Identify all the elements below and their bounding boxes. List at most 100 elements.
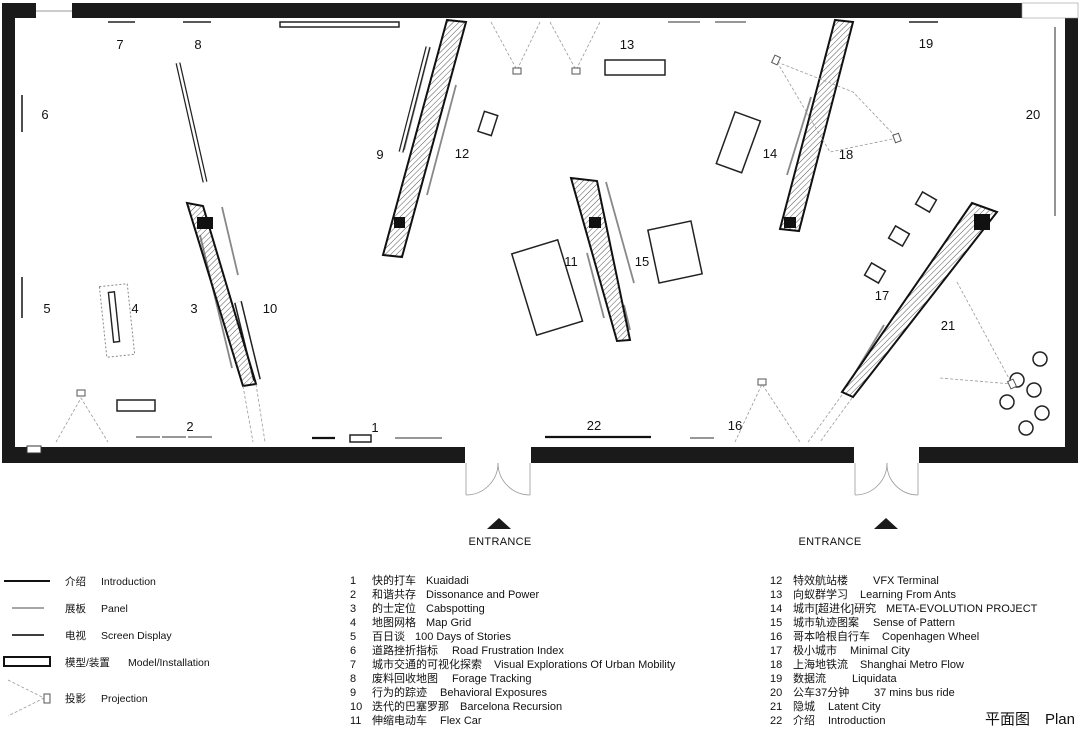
exhibit-en: Sense of Pattern	[873, 617, 955, 629]
exhibit-zh: 数据流	[793, 671, 826, 685]
exhibit-en: Map Grid	[426, 617, 471, 629]
projector	[571, 67, 581, 75]
exhibit-en: Behavioral Exposures	[440, 687, 548, 699]
room-number-7: 7	[116, 37, 123, 52]
projector	[76, 389, 86, 397]
legend: 介绍 Introduction 展板 Panel 电视 Screen Displ…	[3, 575, 210, 717]
models	[116, 21, 1050, 443]
exhibit-num: 18	[770, 659, 782, 671]
exhibit-en: Dissonance and Power	[426, 589, 539, 601]
model-17b	[887, 224, 911, 248]
seat	[1032, 351, 1048, 367]
exhibit-num: 3	[350, 603, 356, 615]
room-number-6: 6	[41, 107, 48, 122]
projection-cone-13a	[490, 21, 541, 71]
legend-en: Model/Installation	[128, 657, 210, 669]
exhibit-num: 16	[770, 631, 782, 643]
exhibit-en: 37 mins bus ride	[874, 687, 955, 699]
exhibit-num: 11	[350, 715, 361, 727]
legend-zh: 展板	[65, 602, 86, 615]
exhibit-zh: 地图网格	[372, 615, 416, 629]
model-1	[349, 434, 372, 443]
exhibit-list-right: 12 特效航站楼 VFX Terminal 13 向蚁群学习 Learning …	[770, 573, 1038, 727]
exhibit-en: Learning From Ants	[860, 589, 956, 601]
wall-top	[72, 3, 1022, 18]
exhibit-num: 22	[770, 715, 782, 727]
projector	[892, 132, 902, 144]
model-9-post-inner	[399, 46, 430, 153]
exhibit-zh: 向蚁群学习	[793, 587, 848, 601]
projector	[512, 67, 522, 75]
exhibit-zh: 公车37分钟	[793, 685, 849, 699]
model-17a	[914, 190, 938, 214]
wall-right	[1065, 18, 1078, 463]
map-grid-panel	[107, 291, 121, 343]
model-10-post-inner	[235, 301, 260, 381]
projection-cone-21	[939, 281, 1013, 385]
room-number-9: 9	[376, 147, 383, 162]
exhibit-zh: 极小城市	[793, 643, 837, 657]
exhibit-num: 2	[350, 589, 356, 601]
seat	[1034, 405, 1050, 421]
exhibit-en: Forage Tracking	[452, 673, 531, 685]
room-number-3: 3	[190, 301, 197, 316]
exhibit-num: 4	[350, 617, 356, 629]
projection-cone-16	[734, 383, 801, 443]
exhibit-zh: 城市交通的可视化探索	[372, 657, 482, 671]
room-number-18: 18	[839, 147, 853, 162]
room-numbers: 1 2 3 4 5 6 7 8 9 10 11 12 13 14 15 16 1…	[41, 36, 1040, 435]
legend-zh: 介绍	[65, 575, 86, 588]
model-top-board	[279, 21, 400, 28]
exhibit-en: VFX Terminal	[873, 575, 939, 587]
exhibit-zh: 哥本哈根自行车	[793, 629, 870, 643]
exhibit-num: 8	[350, 673, 356, 685]
room-number-13: 13	[620, 37, 634, 52]
panel-14	[786, 96, 812, 176]
exhibit-zh: 介绍	[793, 713, 815, 727]
exhibit-zh: 隐城	[793, 700, 815, 713]
projectors	[76, 54, 1018, 397]
model-8-post-inner	[176, 62, 207, 183]
room-number-17: 17	[875, 288, 889, 303]
diagonal-wall-11	[569, 176, 632, 343]
projection-ray-3	[242, 385, 254, 443]
exhibit-en: Cabspotting	[426, 603, 485, 615]
exhibit-num: 13	[770, 589, 782, 601]
exhibit-num: 15	[770, 617, 782, 629]
wall-bottom	[2, 447, 465, 463]
projection-cone-13b	[549, 21, 601, 71]
legend-zh: 模型/装置	[65, 656, 110, 669]
entrance-label-right: ENTRANCE	[799, 536, 862, 548]
panel-12	[426, 84, 457, 196]
pillar	[197, 217, 213, 229]
pillar	[974, 214, 990, 230]
room-number-12: 12	[455, 146, 469, 161]
plan-title: 平面图 Plan	[985, 711, 1075, 728]
panel-15	[605, 181, 635, 284]
exhibit-en: Flex Car	[440, 715, 482, 727]
exhibit-zh: 的士定位	[372, 601, 416, 615]
projection-cone-18b	[776, 61, 898, 153]
diagonal-wall-3	[185, 201, 258, 388]
exhibit-list-left: 1 快的打车 Kuaidadi 2 和谐共存 Dissonance and Po…	[350, 573, 676, 727]
room-number-20: 20	[1026, 107, 1040, 122]
legend-zh: 电视	[65, 629, 86, 642]
exhibit-zh: 行为的踪迹	[372, 685, 427, 699]
exhibit-zh: 特效航站楼	[793, 573, 848, 587]
pillar	[589, 217, 601, 228]
wall-bottom	[531, 447, 854, 463]
room-number-5: 5	[43, 301, 50, 316]
entrance-door-right	[854, 462, 919, 496]
map-grid-4	[98, 283, 136, 358]
exhibit-num: 17	[770, 645, 782, 657]
exhibit-zh: 伸缩电动车	[372, 713, 427, 727]
exhibit-en: Barcelona Recursion	[460, 701, 562, 713]
exhibit-zh: 城市轨迹图案	[793, 615, 859, 629]
projector	[757, 378, 767, 386]
hatched-walls	[185, 18, 999, 399]
exhibit-en: Shanghai Metro Flow	[860, 659, 964, 671]
legend-symbol-projector	[43, 693, 51, 704]
top-right-opening	[1021, 2, 1079, 19]
exhibit-en: Latent City	[828, 701, 881, 713]
